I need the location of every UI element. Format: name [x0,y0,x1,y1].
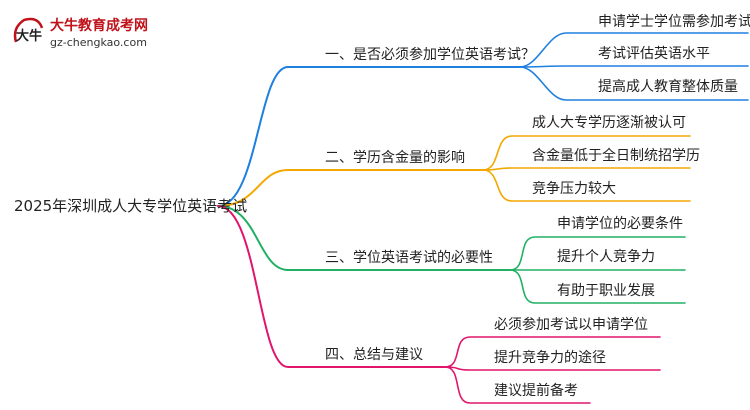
brand-mark-text: 大牛 [16,28,42,44]
branch-2-child-2: 含金量低于全日制统招学历 [532,148,700,164]
branch-1-connector [217,66,521,207]
branch-2-connector [217,169,484,207]
branch-3-child-2: 提升个人竞争力 [557,249,655,265]
branch-3-child-1-connector [509,236,686,271]
branch-1-child-3: 提高成人教育整体质量 [598,79,738,95]
branch-3-label: 三、学位英语考试的必要性 [325,250,493,266]
root-topic: 2025年深圳成人大专学位英语考试 [14,197,248,215]
brand-mark-icon: 大牛 [13,17,44,44]
branch-2-child-1-connector [482,135,691,171]
branch-2-label: 二、学历含金量的影响 [325,150,465,166]
brand-name: 大牛教育成考网 [50,18,148,34]
branch-2-child-2-connector [482,167,691,171]
branch-4-label: 四、总结与建议 [325,347,423,363]
branch-3-connector [217,205,511,271]
branch-3-child-1: 申请学位的必要条件 [557,216,683,232]
branch-3-child-3-connector [509,269,686,304]
branch-4-child-3: 建议提前备考 [494,383,578,399]
branch-1-child-1-connector [519,32,749,68]
branch-4-connector [217,205,446,368]
brand-url: gz-chengkao.com [50,36,147,49]
branch-1-child-3-connector [519,66,749,101]
brand-logo: 大牛 大牛教育成考网 gz-chengkao.com [8,10,168,54]
branch-2-child-1: 成人大专学历逐渐被认可 [532,115,686,131]
branch-4-child-1: 必须参加考试以申请学位 [494,317,648,333]
branch-4-child-3-connector [444,366,591,404]
branch-1-child-2-connector [519,65,749,68]
branch-1-child-1: 申请学士学位需参加考试 [598,14,750,30]
branch-4-child-2-connector [444,366,661,371]
branch-1-label: 一、是否必须参加学位英语考试？ [325,47,535,63]
branch-4-child-2: 提升竞争力的途径 [494,350,606,366]
branch-3-child-3: 有助于职业发展 [557,283,655,299]
branch-2-child-3: 竞争压力较大 [532,181,616,197]
branch-2-child-3-connector [482,169,691,202]
branch-1-child-2: 考试评估英语水平 [598,46,710,62]
branch-4-child-1-connector [444,336,661,368]
